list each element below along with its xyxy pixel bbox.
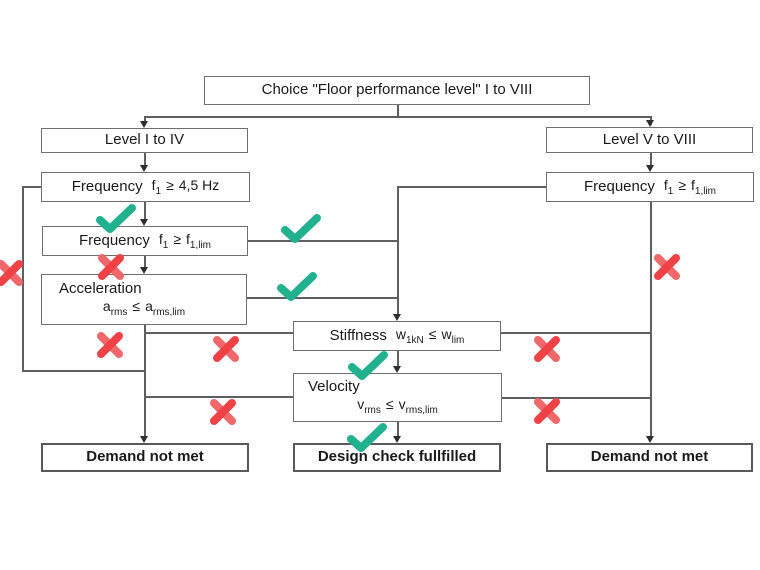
connector-velocity-pass-down [397, 422, 399, 439]
connector-trunk-to-stiffness [397, 186, 399, 316]
node-label: Velocity [308, 377, 360, 395]
connector-split [144, 116, 651, 118]
connector-acceleration-fail-down [144, 325, 146, 438]
arrow-down-icon [646, 436, 654, 443]
node-level-left: Level I to IV [41, 128, 248, 153]
connector-stiffness-fail-left [145, 332, 293, 334]
cross-icon [534, 336, 560, 362]
connector-freqlim-pass [248, 240, 398, 242]
node-formula: f1≥4,5 Hz [151, 176, 220, 197]
node-formula: vrms≤vrms,lim [357, 396, 438, 417]
node-velocity: Velocity vrms≤vrms,lim [293, 373, 502, 422]
arrow-down-icon [393, 436, 401, 443]
node-demand-not-met-right: Demand not met [546, 443, 753, 472]
connector-freq45-fail-join [22, 370, 146, 372]
node-design-check-fulfilled: Design check fullfilled [293, 443, 501, 472]
node-formula: w1kN≤wlim [395, 325, 465, 346]
connector-stiffness-fail-right [501, 332, 651, 334]
check-icon [347, 423, 387, 452]
cross-icon [97, 332, 123, 358]
arrow-down-icon [646, 120, 654, 127]
node-frequency-lim-right: Frequency f1≥f1,lim [546, 172, 754, 202]
cross-icon [654, 254, 680, 280]
cross-icon [98, 254, 124, 280]
connector-level-left-to-freq45 [144, 153, 146, 169]
node-stiffness: Stiffness w1kN≤wlim [293, 321, 501, 351]
connector-freqright-fail-down [650, 202, 652, 438]
node-choice: Choice "Floor performance level" I to VI… [204, 76, 590, 105]
connector-to-level-left [144, 116, 146, 125]
arrow-down-icon [140, 121, 148, 128]
check-icon [277, 272, 317, 301]
cross-icon [534, 398, 560, 424]
check-icon [96, 204, 136, 233]
arrow-down-icon [140, 219, 148, 226]
connector-choice-down [397, 105, 399, 116]
node-label: Design check fullfilled [317, 448, 477, 466]
cross-icon [213, 336, 239, 362]
connector-freq45-to-freqlim [144, 202, 146, 223]
arrow-down-icon [393, 366, 401, 373]
node-frequency-lim-left: Frequency f1≥f1,lim [42, 226, 248, 256]
cross-icon [0, 260, 23, 286]
node-acceleration: Acceleration arms≤arms,lim [41, 274, 247, 325]
node-level-right: Level V to VIII [546, 127, 753, 153]
connector-freqright-pass [398, 186, 546, 188]
connector-freq45-fail-down [22, 186, 24, 371]
node-label: Frequency [71, 177, 143, 195]
node-frequency-45hz: Frequency f1≥4,5 Hz [41, 172, 250, 202]
connector-stiffness-pass-down [397, 351, 399, 368]
node-formula: f1≥f1,lim [158, 230, 212, 251]
connector-freqlim-to-acceleration [144, 256, 146, 271]
arrow-down-icon [393, 314, 401, 321]
node-label: Frequency [583, 177, 655, 195]
node-formula: f1≥f1,lim [663, 176, 717, 197]
arrow-down-icon [140, 165, 148, 172]
node-label: Frequency [78, 231, 150, 249]
node-label: Stiffness [329, 326, 387, 344]
arrow-down-icon [140, 267, 148, 274]
node-label: Demand not met [86, 448, 204, 466]
connector-velocity-fail-left [145, 396, 293, 398]
node-label: Acceleration [59, 279, 142, 297]
connector-velocity-fail-right [501, 397, 651, 399]
check-icon [348, 351, 388, 380]
node-demand-not-met-left: Demand not met [41, 443, 249, 472]
arrow-down-icon [646, 165, 654, 172]
cross-icon [210, 399, 236, 425]
connector-level-right-to-freq [650, 153, 652, 169]
node-label: Demand not met [590, 448, 709, 466]
node-label: Level I to IV [104, 131, 185, 149]
arrow-down-icon [140, 436, 148, 443]
connector-freq45-fail-out [22, 186, 41, 188]
node-label: Level V to VIII [602, 130, 697, 148]
node-formula: arms≤arms,lim [102, 298, 186, 319]
node-label: Choice "Floor performance level" I to VI… [261, 81, 533, 99]
connector-acceleration-pass [247, 297, 398, 299]
check-icon [281, 214, 321, 243]
